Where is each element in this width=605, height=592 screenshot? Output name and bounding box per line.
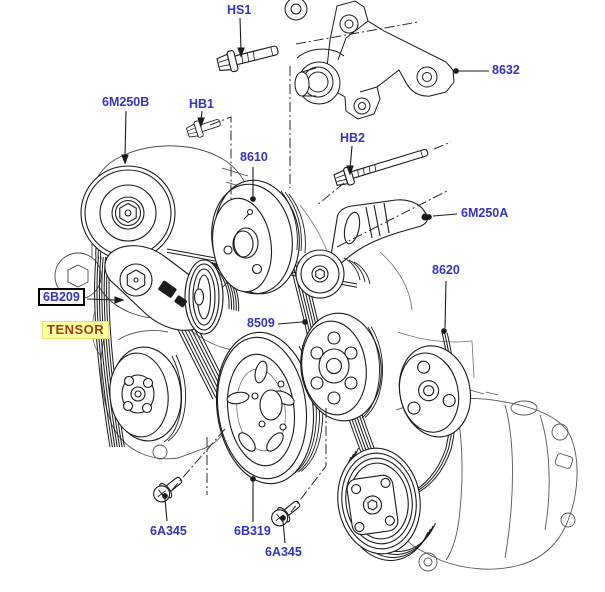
tensor-highlight-label[interactable]: TENSOR [42,321,110,339]
pulley-6m250b-drawing [80,165,176,261]
idler-pulley-8610-drawing [211,179,306,295]
part-label-8632[interactable]: 8632 [492,63,520,77]
bolt-6a345-left-drawing [153,476,183,503]
bolt-6a345-right-drawing [271,500,301,527]
part-label-6a345-left[interactable]: 6A345 [150,524,187,538]
part-label-6a345-right[interactable]: 6A345 [265,545,302,559]
construction-lines [171,21,452,513]
part-label-6b209-boxed[interactable]: 6B209 [38,288,85,306]
tensioner-6b209-drawing [104,245,224,335]
part-label-8610[interactable]: 8610 [240,150,268,164]
part-label-hb1[interactable]: HB1 [189,97,215,111]
part-label-hs1[interactable]: HS1 [227,3,252,17]
tensioner-6m250a-drawing [295,199,429,299]
part-label-8509[interactable]: 8509 [247,316,275,330]
ac-compressor-body-drawing [395,389,578,572]
part-label-6b319[interactable]: 6B319 [234,524,271,538]
pulley-8509-drawing [300,312,383,422]
part-label-6m250b[interactable]: 6M250B [102,95,150,109]
leader-lines [86,17,489,544]
bolt-hb2-drawing [333,148,429,186]
ps-pump-pulley-drawing [109,346,187,443]
bolt-hs1-drawing [216,45,279,73]
bolt-hb1-drawing [185,119,221,138]
part-label-hb2[interactable]: HB2 [340,131,366,145]
idler-pulley-8620-drawing [398,345,472,438]
part-label-6m250a[interactable]: 6M250A [461,206,509,220]
crank-pulley-6b319-drawing [215,331,324,485]
bracket-8632-drawing [284,0,455,120]
part-label-8620[interactable]: 8620 [432,263,460,277]
ac-clutch-pulley-drawing [337,447,421,555]
